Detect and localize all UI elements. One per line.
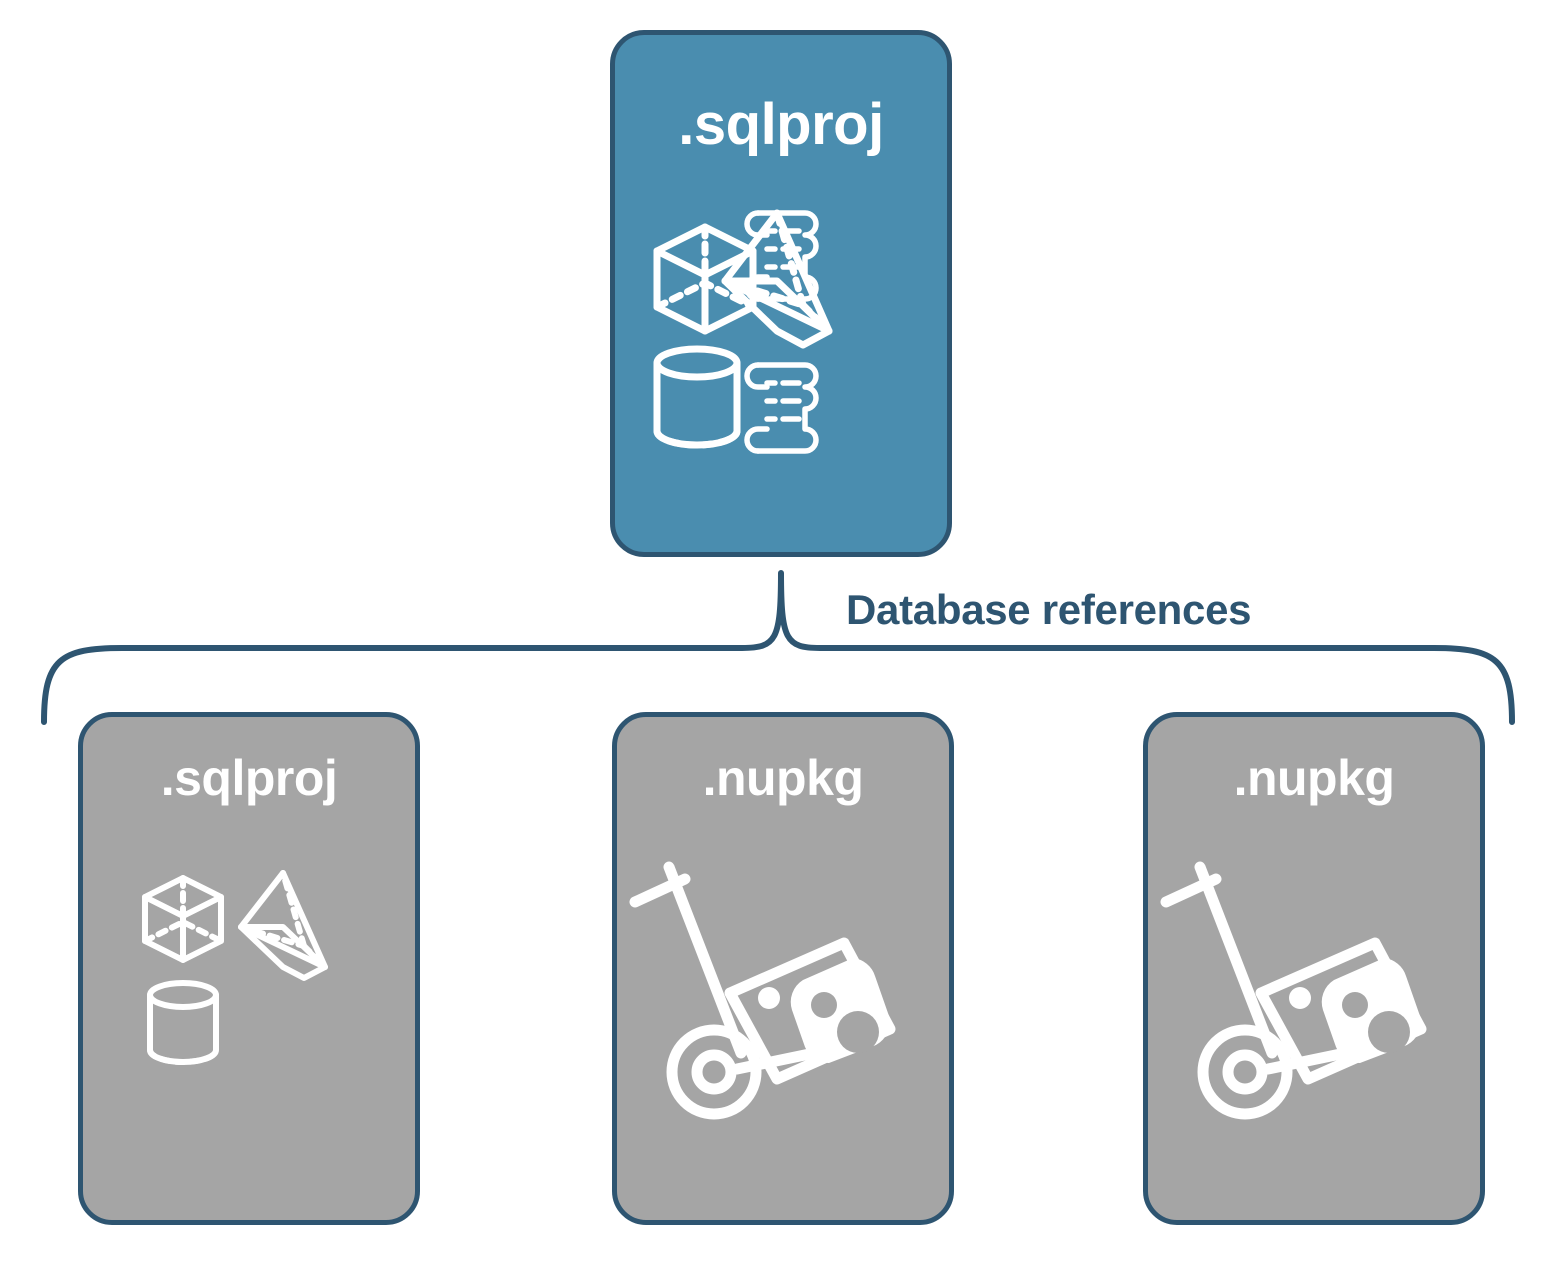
nuget-package-holes — [811, 992, 879, 1053]
hand-truck-package-icon — [1160, 861, 1427, 1120]
node-child-0-label: .sqlproj — [160, 750, 338, 806]
cube-icon — [142, 875, 224, 963]
node-child-1-label: .nupkg — [702, 750, 864, 806]
child-2-icons-svg — [1160, 861, 1427, 1120]
child-1-icons-svg — [629, 861, 896, 1120]
node-child-1-icon-group — [617, 857, 949, 1127]
node-child-nupkg-2[interactable]: .nupkg — [1143, 712, 1485, 1225]
connector-label: Database references — [846, 586, 1252, 633]
node-child-2-icon-group — [1148, 857, 1480, 1127]
node-child-2-label: .nupkg — [1233, 750, 1395, 806]
child-0-icons-svg — [142, 870, 328, 1065]
pyramid-icon — [238, 870, 328, 981]
node-root-sqlproj[interactable]: .sqlproj — [610, 30, 952, 557]
brace-path — [41, 570, 1515, 725]
node-child-nupkg-1[interactable]: .nupkg — [612, 712, 954, 1225]
cylinder-icon — [653, 345, 741, 449]
node-child-0-icon-group — [83, 847, 415, 1097]
node-child-sqlproj[interactable]: .sqlproj — [78, 712, 420, 1225]
root-icons-svg — [653, 209, 833, 454]
node-root-label: .sqlproj — [678, 92, 884, 157]
node-root-icon-group — [615, 185, 947, 465]
scroll-script-icon — [744, 362, 819, 454]
nuget-package-holes — [1342, 992, 1410, 1053]
cylinder-icon — [147, 980, 219, 1065]
pyramid-icon — [721, 209, 833, 349]
